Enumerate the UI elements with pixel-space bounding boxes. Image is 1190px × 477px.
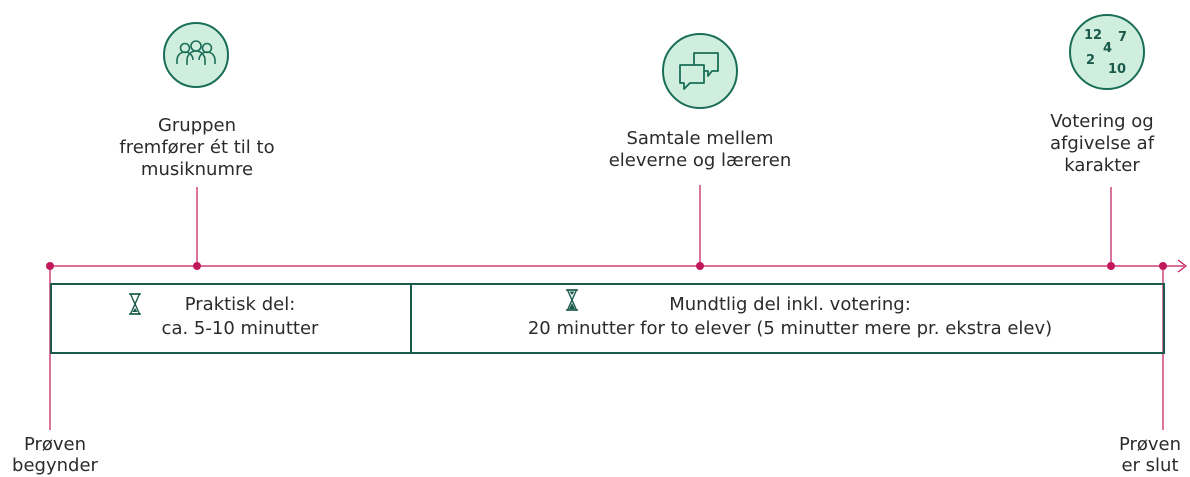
start-label-line-2: begynder (12, 455, 98, 476)
start-label-line-1: Prøven (23, 434, 87, 455)
vote-label: Votering og afgivelse af karakter (1018, 111, 1186, 177)
oral-phase-line-2: 20 minutter for to elever (5 minutter me… (527, 318, 1053, 339)
hourglass-icon (129, 293, 141, 315)
group-label: Gruppen fremfører ét til to musiknumre (97, 115, 297, 181)
group-label-line-3: musiknumre (140, 159, 254, 180)
hourglass-icon (566, 289, 578, 311)
grade-7: 7 (1118, 30, 1128, 45)
group-dot (193, 262, 201, 270)
practical-phase-line-2: ca. 5-10 minutter (161, 318, 319, 339)
oral-phase-box (410, 283, 1165, 354)
oral-phase-line-1: Mundtlig del inkl. votering: (669, 294, 911, 315)
practical-phase-line-1: Praktisk del: (184, 294, 296, 315)
vote-label-line-1: Votering og (1050, 111, 1154, 132)
grade-10: 10 (1108, 62, 1127, 77)
group-label-line-2: fremfører ét til to (119, 137, 275, 158)
end-dot (1159, 262, 1167, 270)
grade-12: 12 (1084, 28, 1103, 43)
grades-icon: 12 7 4 2 10 (1069, 14, 1145, 90)
chat-bubbles-icon (662, 33, 738, 109)
talk-dot (696, 262, 704, 270)
group-label-line-1: Gruppen (157, 115, 237, 136)
grade-2: 2 (1086, 53, 1096, 68)
talk-label: Samtale mellem eleverne og læreren (580, 128, 820, 172)
practical-phase-text: Praktisk del: ca. 5-10 minutter (120, 293, 360, 341)
vote-label-line-3: karakter (1064, 155, 1140, 176)
vote-label-line-2: afgivelse af (1049, 133, 1155, 154)
oral-phase-text: Mundtlig del inkl. votering: 20 minutter… (430, 293, 1150, 341)
end-label-line-1: Prøven (1118, 434, 1182, 455)
start-label: Prøven begynder (0, 434, 110, 476)
talk-label-line-1: Samtale mellem (626, 128, 774, 149)
grade-4: 4 (1103, 41, 1113, 56)
timeline-arrowhead (1177, 259, 1187, 273)
vote-dot (1107, 262, 1115, 270)
end-label: Prøven er slut (1110, 434, 1190, 476)
end-label-line-2: er slut (1121, 455, 1179, 476)
start-dot (46, 262, 54, 270)
talk-label-line-2: eleverne og læreren (608, 150, 792, 171)
group-icon (163, 22, 229, 88)
